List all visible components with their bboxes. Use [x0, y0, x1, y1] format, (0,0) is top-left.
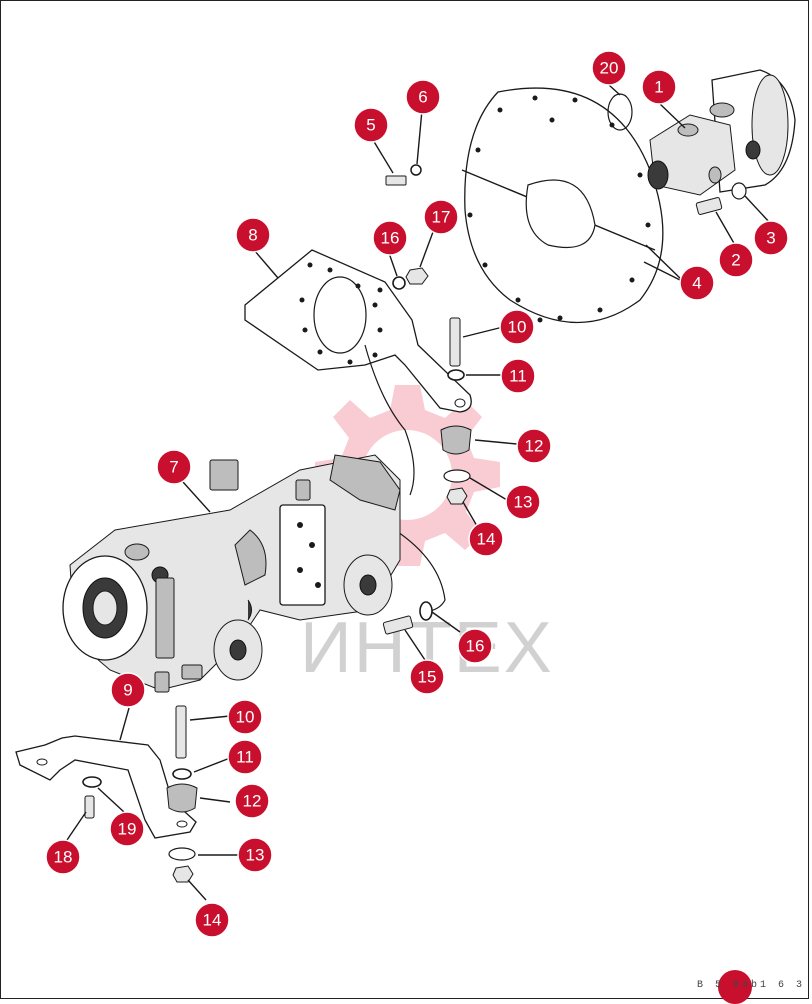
coupling-assembly	[647, 69, 796, 196]
washer-part-11-upper	[447, 369, 465, 381]
callout-20: 20	[591, 50, 627, 86]
callouts: 1 2 3 4 5 6 7 8 9 10 10 11 11 12 12 13 1…	[45, 50, 789, 938]
svg-text:10: 10	[508, 318, 527, 337]
callout-16-lower: 16	[457, 628, 493, 664]
hydraulic-hose	[364, 344, 415, 496]
svg-text:11: 11	[509, 367, 527, 386]
svg-text:10: 10	[236, 708, 255, 727]
callout-12-lower: 12	[234, 783, 270, 819]
callout-10-upper: 10	[499, 309, 535, 345]
washer-part-3	[731, 182, 747, 200]
mounting-bracket-lower	[15, 735, 197, 839]
bolt-part-2	[695, 197, 723, 215]
callout-14-lower: 14	[194, 902, 230, 938]
callout-15: 15	[409, 659, 445, 695]
svg-text:11: 11	[236, 748, 254, 767]
svg-text:14: 14	[477, 530, 496, 549]
svg-text:17: 17	[432, 208, 451, 227]
bolt-part-10-upper	[449, 317, 461, 367]
bolt-part-18	[84, 795, 95, 819]
svg-text:3: 3	[766, 229, 775, 248]
callout-6: 6	[405, 79, 441, 115]
callout-2: 2	[718, 242, 754, 278]
leader-lines	[66, 84, 772, 901]
bushing-part-12-upper	[440, 425, 472, 455]
svg-text:13: 13	[246, 846, 265, 865]
callout-10-lower: 10	[227, 699, 263, 735]
svg-text:14: 14	[203, 911, 222, 930]
svg-text:2: 2	[731, 251, 740, 270]
callout-16-upper: 16	[372, 220, 408, 256]
drawing-code: B 5 04b1 6 3	[697, 980, 806, 991]
callout-11-lower: 11	[227, 739, 263, 775]
svg-text:13: 13	[514, 493, 533, 512]
callout-5: 5	[353, 107, 389, 143]
callout-1: 1	[641, 69, 677, 105]
washer-part-16-top	[392, 276, 406, 290]
bolt-part-15	[382, 615, 414, 635]
callout-17: 17	[423, 199, 459, 235]
washer-part-19	[82, 776, 102, 788]
svg-text:15: 15	[418, 668, 437, 687]
washer-part-6	[410, 164, 422, 176]
callout-9: 9	[110, 672, 146, 708]
callout-19: 19	[109, 811, 145, 847]
hydraulic-hose-lower	[394, 529, 446, 613]
bolt-part-5	[385, 175, 407, 186]
bolt-part-10-lower	[175, 705, 187, 759]
svg-text:16: 16	[466, 637, 485, 656]
callout-8: 8	[235, 217, 271, 253]
adapter-plate	[461, 87, 664, 324]
svg-text:4: 4	[692, 274, 701, 293]
callout-13-upper: 13	[505, 484, 541, 520]
svg-text:18: 18	[54, 848, 73, 867]
o-ring	[607, 93, 633, 131]
washer-part-16-lower	[419, 601, 433, 621]
svg-text:16: 16	[381, 229, 400, 248]
callout-11-upper: 11	[500, 358, 536, 394]
nut-part-14-lower	[172, 865, 194, 883]
callout-7: 7	[156, 449, 192, 485]
svg-text:8: 8	[248, 226, 257, 245]
callout-13-lower: 13	[237, 837, 273, 873]
pump-assembly	[62, 454, 401, 693]
washer-part-11-lower	[172, 768, 192, 780]
svg-text:1: 1	[654, 78, 663, 97]
callout-12-upper: 12	[516, 428, 552, 464]
bushing-part-12-lower	[166, 783, 198, 813]
svg-text:5: 5	[366, 116, 375, 135]
svg-text:12: 12	[525, 437, 544, 456]
svg-text:6: 6	[418, 88, 427, 107]
callout-14-upper: 14	[468, 521, 504, 557]
mounting-bracket-upper	[244, 249, 472, 413]
nut-part-14-upper	[446, 487, 468, 505]
svg-text:20: 20	[600, 59, 619, 78]
svg-text:12: 12	[243, 792, 262, 811]
nut-part-17	[405, 267, 429, 285]
washer-part-13-lower	[168, 847, 196, 861]
washer-part-13-upper	[443, 469, 471, 483]
svg-text:7: 7	[169, 458, 178, 477]
callout-3: 3	[753, 220, 789, 256]
callout-4: 4	[679, 265, 715, 301]
drawing-code-badge	[718, 970, 752, 1004]
svg-text:19: 19	[118, 820, 137, 839]
callout-18: 18	[45, 839, 81, 875]
svg-text:9: 9	[123, 681, 132, 700]
